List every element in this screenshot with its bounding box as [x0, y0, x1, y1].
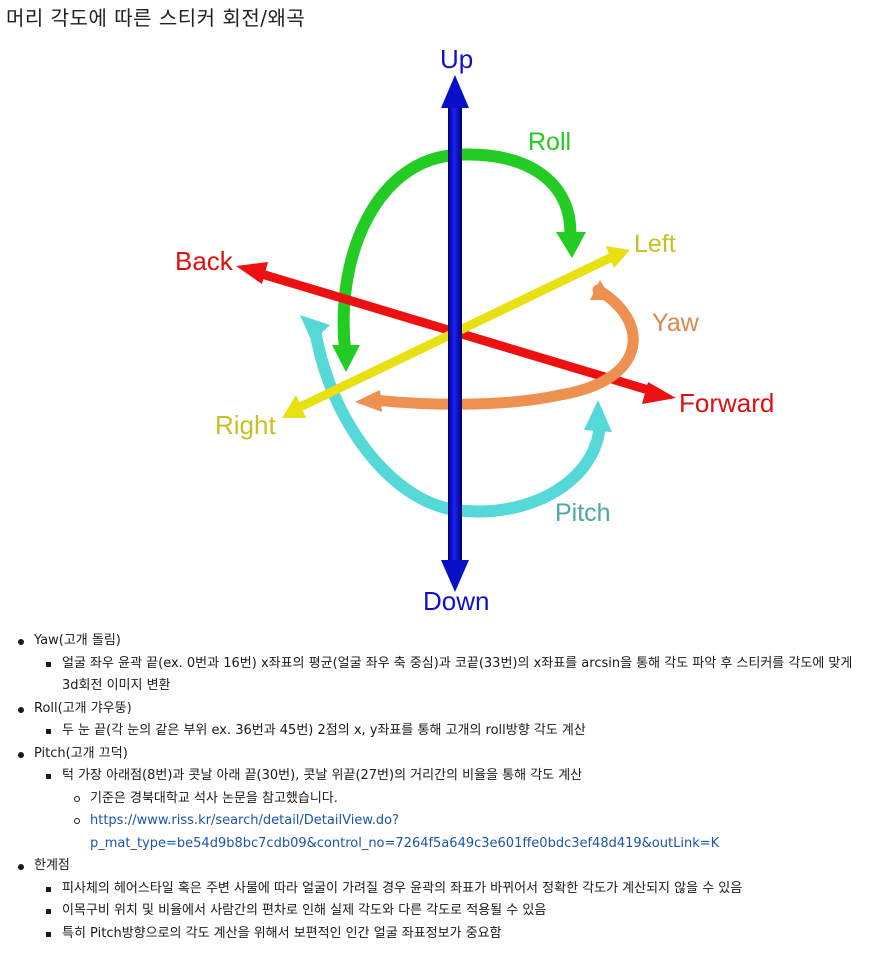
list-item-yaw: Yaw(고개 돌림) 얼굴 좌우 윤곽 끝(ex. 0번과 16번) x좌표의 … — [0, 630, 879, 698]
list-item: 피사체의 헤어스타일 혹은 주변 사물에 따라 얼굴이 가려질 경우 윤곽의 좌… — [34, 878, 879, 901]
list-item-pitch: Pitch(고개 끄덕) 턱 가장 아래점(8번)과 콧날 아래 끝(30번),… — [0, 743, 879, 856]
notes-list: Yaw(고개 돌림) 얼굴 좌우 윤곽 끝(ex. 0번과 16번) x좌표의 … — [0, 630, 879, 945]
limits-heading: 한계점 — [34, 858, 70, 873]
pitch-description: 턱 가장 아래점(8번)과 콧날 아래 끝(30번), 콧날 위끝(27번)의 … — [62, 768, 583, 783]
reference-link-line2: p_mat_type=be54d9b8bc7cdb09&control_no=7… — [90, 835, 720, 851]
page-title: 머리 각도에 따른 스티커 회전/왜곡 — [6, 6, 306, 30]
pitch-label: Pitch — [555, 499, 611, 527]
yaw-heading: Yaw(고개 돌림) — [34, 633, 121, 648]
list-item: 두 눈 끝(각 눈의 같은 부위 ex. 36번과 45번) 2점의 x, y좌… — [34, 720, 879, 743]
list-item: 얼굴 좌우 윤곽 끝(ex. 0번과 16번) x좌표의 평균(얼굴 좌우 축 … — [34, 653, 879, 698]
list-item-limits: 한계점 피사체의 헤어스타일 혹은 주변 사물에 따라 얼굴이 가려질 경우 윤… — [0, 855, 879, 945]
back-label: Back — [175, 246, 234, 276]
left-label: Left — [634, 230, 676, 258]
down-label: Down — [423, 586, 489, 616]
limit-item-2: 이목구비 위치 및 비율에서 사람간의 편차로 인해 실제 각도와 다른 각도로… — [62, 903, 547, 918]
forward-label: Forward — [679, 388, 774, 418]
yaw-description: 얼굴 좌우 윤곽 끝(ex. 0번과 16번) x좌표의 평균(얼굴 좌우 축 … — [62, 655, 853, 694]
head-rotation-axes-diagram: Up Down Back Forward Left Right Roll Yaw… — [175, 44, 774, 616]
list-item: 턱 가장 아래점(8번)과 콧날 아래 끝(30번), 콧날 위끝(27번)의 … — [34, 765, 879, 855]
roll-label: Roll — [528, 128, 571, 156]
list-item: 기준은 경북대학교 석사 논문을 참고했습니다. — [62, 788, 879, 811]
roll-description: 두 눈 끝(각 눈의 같은 부위 ex. 36번과 45번) 2점의 x, y좌… — [62, 723, 586, 738]
list-item: https://www.riss.kr/search/detail/Detail… — [62, 810, 879, 855]
reference-link-line1: https://www.riss.kr/search/detail/Detail… — [90, 813, 399, 828]
list-item-roll: Roll(고개 갸우뚱) 두 눈 끝(각 눈의 같은 부위 ex. 36번과 4… — [0, 698, 879, 743]
reference-link[interactable]: https://www.riss.kr/search/detail/Detail… — [90, 813, 719, 851]
list-item: 이목구비 위치 및 비율에서 사람간의 편차로 인해 실제 각도와 다른 각도로… — [34, 900, 879, 923]
notes-section: Yaw(고개 돌림) 얼굴 좌우 윤곽 끝(ex. 0번과 16번) x좌표의 … — [0, 630, 879, 945]
yaw-arc — [355, 280, 639, 412]
right-label: Right — [215, 410, 276, 440]
up-label: Up — [440, 44, 473, 74]
reference-note: 기준은 경북대학교 석사 논문을 참고했습니다. — [90, 790, 338, 806]
list-item: 특히 Pitch방향으로의 각도 계산을 위해서 보편적인 인간 얼굴 좌표정보… — [34, 923, 879, 946]
pitch-heading: Pitch(고개 끄덕) — [34, 745, 128, 761]
limit-item-1: 피사체의 헤어스타일 혹은 주변 사물에 따라 얼굴이 가려질 경우 윤곽의 좌… — [62, 880, 743, 896]
up-down-axis — [441, 75, 469, 592]
limit-item-3: 특히 Pitch방향으로의 각도 계산을 위해서 보편적인 인간 얼굴 좌표정보… — [62, 925, 502, 941]
yaw-label: Yaw — [652, 309, 700, 337]
roll-heading: Roll(고개 갸우뚱) — [34, 700, 132, 716]
